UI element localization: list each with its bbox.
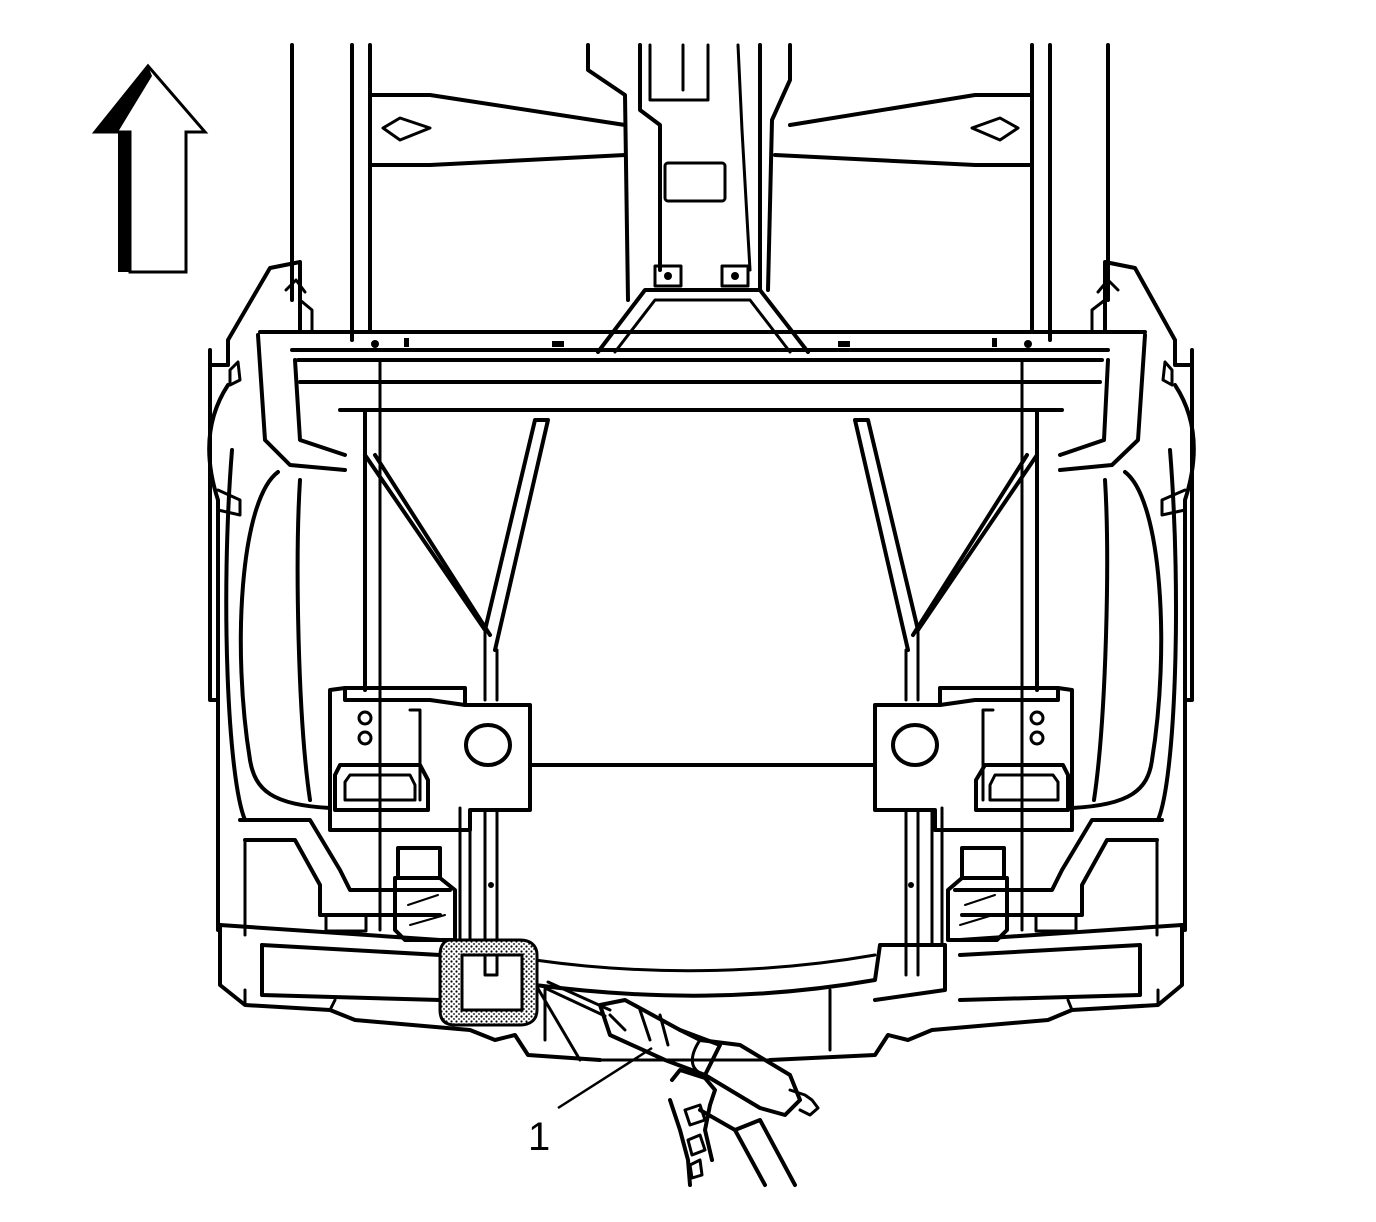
left-mount-bracket [328,686,532,832]
diagonal-braces [363,418,1039,702]
lower-bumper-beam [218,923,1184,1062]
lower-right-details [904,806,1164,977]
callout-1-leader-line [557,1046,653,1110]
lower-left-details [238,806,499,947]
center-cross-plate [528,763,877,973]
upper-frame-rails [290,43,1110,342]
callout-1: 1 [528,1046,653,1159]
left-wheelhouse [207,260,347,932]
callout-1-label: 1 [528,1115,550,1159]
front-crossmember [258,288,1147,932]
right-mount-bracket [873,686,1074,832]
right-wheelhouse [1058,260,1196,932]
forward-arrow-icon [91,63,209,274]
sealant-highlight-area [438,938,539,1027]
sealant-gun-icon [543,980,820,1187]
